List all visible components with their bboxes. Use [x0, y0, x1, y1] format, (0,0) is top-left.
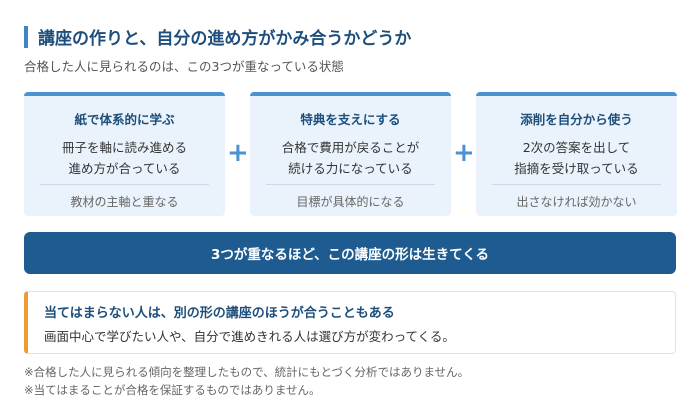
card-line: 進め方が合っている: [68, 161, 181, 176]
card-line: 続ける力になっている: [288, 161, 413, 176]
condition-card-paper: 紙で体系的に学ぶ 冊子を軸に読み進める 進め方が合っている 教材の主軸と重なる: [24, 92, 225, 216]
page-subtitle: 合格した人に見られるのは、この3つが重なっている状態: [24, 59, 344, 74]
summary-banner: 3つが重なるほど、この講座の形は生きてくる: [24, 232, 676, 274]
plus-icon: +: [453, 138, 475, 168]
footnote: ※合格した人に見られる傾向を整理したもので、統計にもとづく分析ではありません。: [24, 365, 470, 379]
card-line: 指摘を受け取っている: [514, 161, 639, 176]
card-line: 冊子を軸に読み進める: [61, 140, 187, 155]
card-line: 合格で費用が戻ることが: [281, 140, 420, 155]
footnote: ※当てはまることが合格を保証するものではありません。: [24, 383, 321, 397]
card-note: 出さなければ効かない: [516, 195, 637, 209]
card-heading: 添削を自分から使う: [520, 112, 633, 127]
card-heading: 特典を支えにする: [300, 112, 401, 127]
card-body: 合格で費用が戻ることが 続ける力になっている: [250, 137, 451, 179]
caution-text: 画面中心で学びたい人や、自分で進めきれる人は選び方が変わってくる。: [44, 329, 455, 344]
card-line: 2次の答案を出して: [522, 140, 631, 155]
card-heading: 紙で体系的に学ぶ: [74, 112, 175, 127]
title-accent-bar: [24, 25, 28, 48]
page-title: 講座の作りと、自分の進め方がかみ合うかどうか: [38, 29, 412, 49]
card-body: 2次の答案を出して 指摘を受け取っている: [476, 137, 677, 179]
card-body: 冊子を軸に読み進める 進め方が合っている: [24, 137, 225, 179]
section-header: 講座の作りと、自分の進め方がかみ合うかどうか: [24, 24, 411, 49]
condition-card-correction: 添削を自分から使う 2次の答案を出して 指摘を受け取っている 出さなければ効かな…: [476, 92, 677, 216]
card-divider: [40, 184, 209, 185]
card-divider: [492, 184, 661, 185]
card-note: 目標が具体的になる: [296, 195, 405, 209]
plus-icon: +: [227, 138, 249, 168]
card-divider: [266, 184, 435, 185]
caution-title: 当てはまらない人は、別の形の講座のほうが合うこともある: [44, 306, 395, 321]
condition-card-benefit: 特典を支えにする 合格で費用が戻ることが 続ける力になっている 目標が具体的にな…: [250, 92, 451, 216]
card-note: 教材の主軸と重なる: [70, 195, 179, 209]
caution-box: 当てはまらない人は、別の形の講座のほうが合うこともある 画面中心で学びたい人や、…: [24, 291, 676, 354]
